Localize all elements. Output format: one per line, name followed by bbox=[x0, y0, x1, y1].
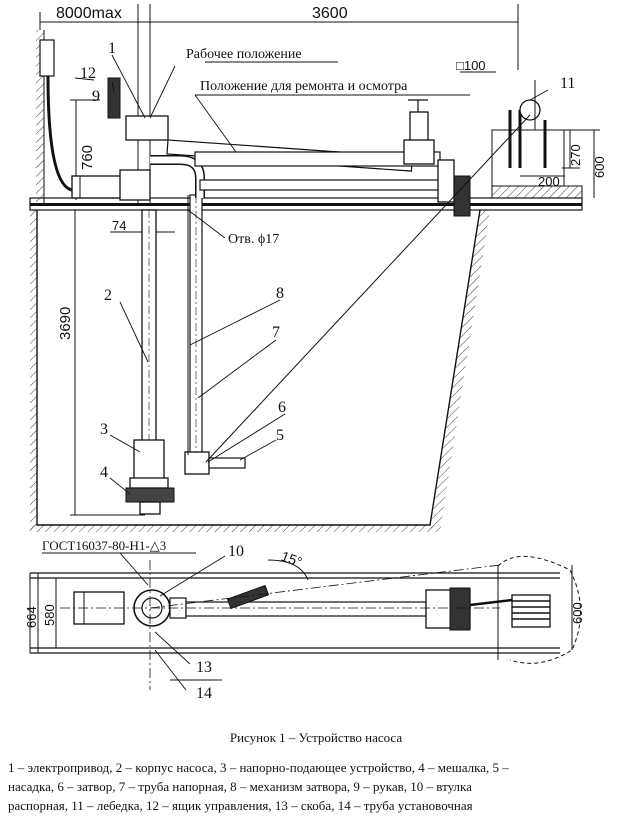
control-box bbox=[39, 39, 73, 192]
dim-600-bottom: 600 bbox=[570, 602, 585, 624]
label-hole: Отв. ϕ17 bbox=[228, 232, 279, 247]
plan-dimension-lines bbox=[37, 559, 573, 653]
pump-assembly bbox=[71, 77, 246, 515]
dim-760: 760 bbox=[79, 145, 96, 170]
label-2: 2 bbox=[104, 287, 112, 304]
dim-square-100: □100 bbox=[456, 58, 486, 73]
dim-200: 200 bbox=[538, 174, 560, 189]
left-wall-hatch bbox=[36, 30, 44, 205]
dim-270: 270 bbox=[568, 144, 583, 166]
label-12: 12 bbox=[80, 65, 96, 82]
dim-3600: 3600 bbox=[312, 5, 348, 22]
leader-lines bbox=[74, 54, 549, 495]
label-3: 3 bbox=[100, 421, 108, 438]
dim-74: 74 bbox=[112, 218, 126, 233]
label-repair-position: Положение для ремонта и осмотра bbox=[200, 79, 408, 94]
label-gost: ГОСТ16037-80-Н1-△3 bbox=[42, 538, 166, 553]
figure-caption: Рисунок 1 – Устройство насоса bbox=[229, 730, 403, 745]
label-10: 10 bbox=[228, 543, 244, 560]
label-7: 7 bbox=[272, 324, 280, 341]
figure-legend: 1 – электропривод, 2 – корпус насоса, 3 … bbox=[8, 758, 624, 815]
pump-drawing: 8000max 3600 □100 270 600 200 bbox=[24, 4, 607, 702]
label-11: 11 bbox=[560, 75, 575, 92]
dim-580: 580 bbox=[42, 604, 57, 626]
plan-view-pump bbox=[60, 560, 551, 690]
dim-664: 664 bbox=[24, 606, 39, 628]
plan-leader-lines bbox=[42, 552, 226, 691]
winch-platform bbox=[491, 80, 583, 199]
dim-600-top: 600 bbox=[592, 156, 607, 178]
legend-line-3: распорная, 11 – лебедка, 12 – ящик управ… bbox=[8, 798, 473, 813]
label-9: 9 bbox=[92, 88, 100, 105]
dim-angle-15: 15° bbox=[279, 548, 304, 570]
pit-hatch bbox=[30, 210, 490, 532]
dim-8000max: 8000max bbox=[56, 5, 122, 22]
label-1: 1 bbox=[108, 40, 116, 57]
repair-position-pipe bbox=[166, 99, 471, 217]
label-working-position: Рабочее положение bbox=[186, 47, 302, 62]
label-14: 14 bbox=[196, 685, 212, 702]
label-8: 8 bbox=[276, 285, 284, 302]
legend-line-1: 1 – электропривод, 2 – корпус насоса, 3 … bbox=[8, 760, 509, 775]
plan-view-frame bbox=[29, 556, 581, 664]
label-5: 5 bbox=[276, 427, 284, 444]
right-dimension-lines bbox=[460, 71, 600, 198]
label-4: 4 bbox=[100, 464, 108, 481]
legend-line-2: насадка, 6 – затвор, 7 – труба напорная,… bbox=[8, 779, 472, 794]
winch-cable bbox=[205, 114, 531, 463]
ground-slab bbox=[29, 197, 583, 211]
label-13: 13 bbox=[196, 659, 212, 676]
dim-3690: 3690 bbox=[57, 307, 74, 340]
label-6: 6 bbox=[278, 399, 286, 416]
